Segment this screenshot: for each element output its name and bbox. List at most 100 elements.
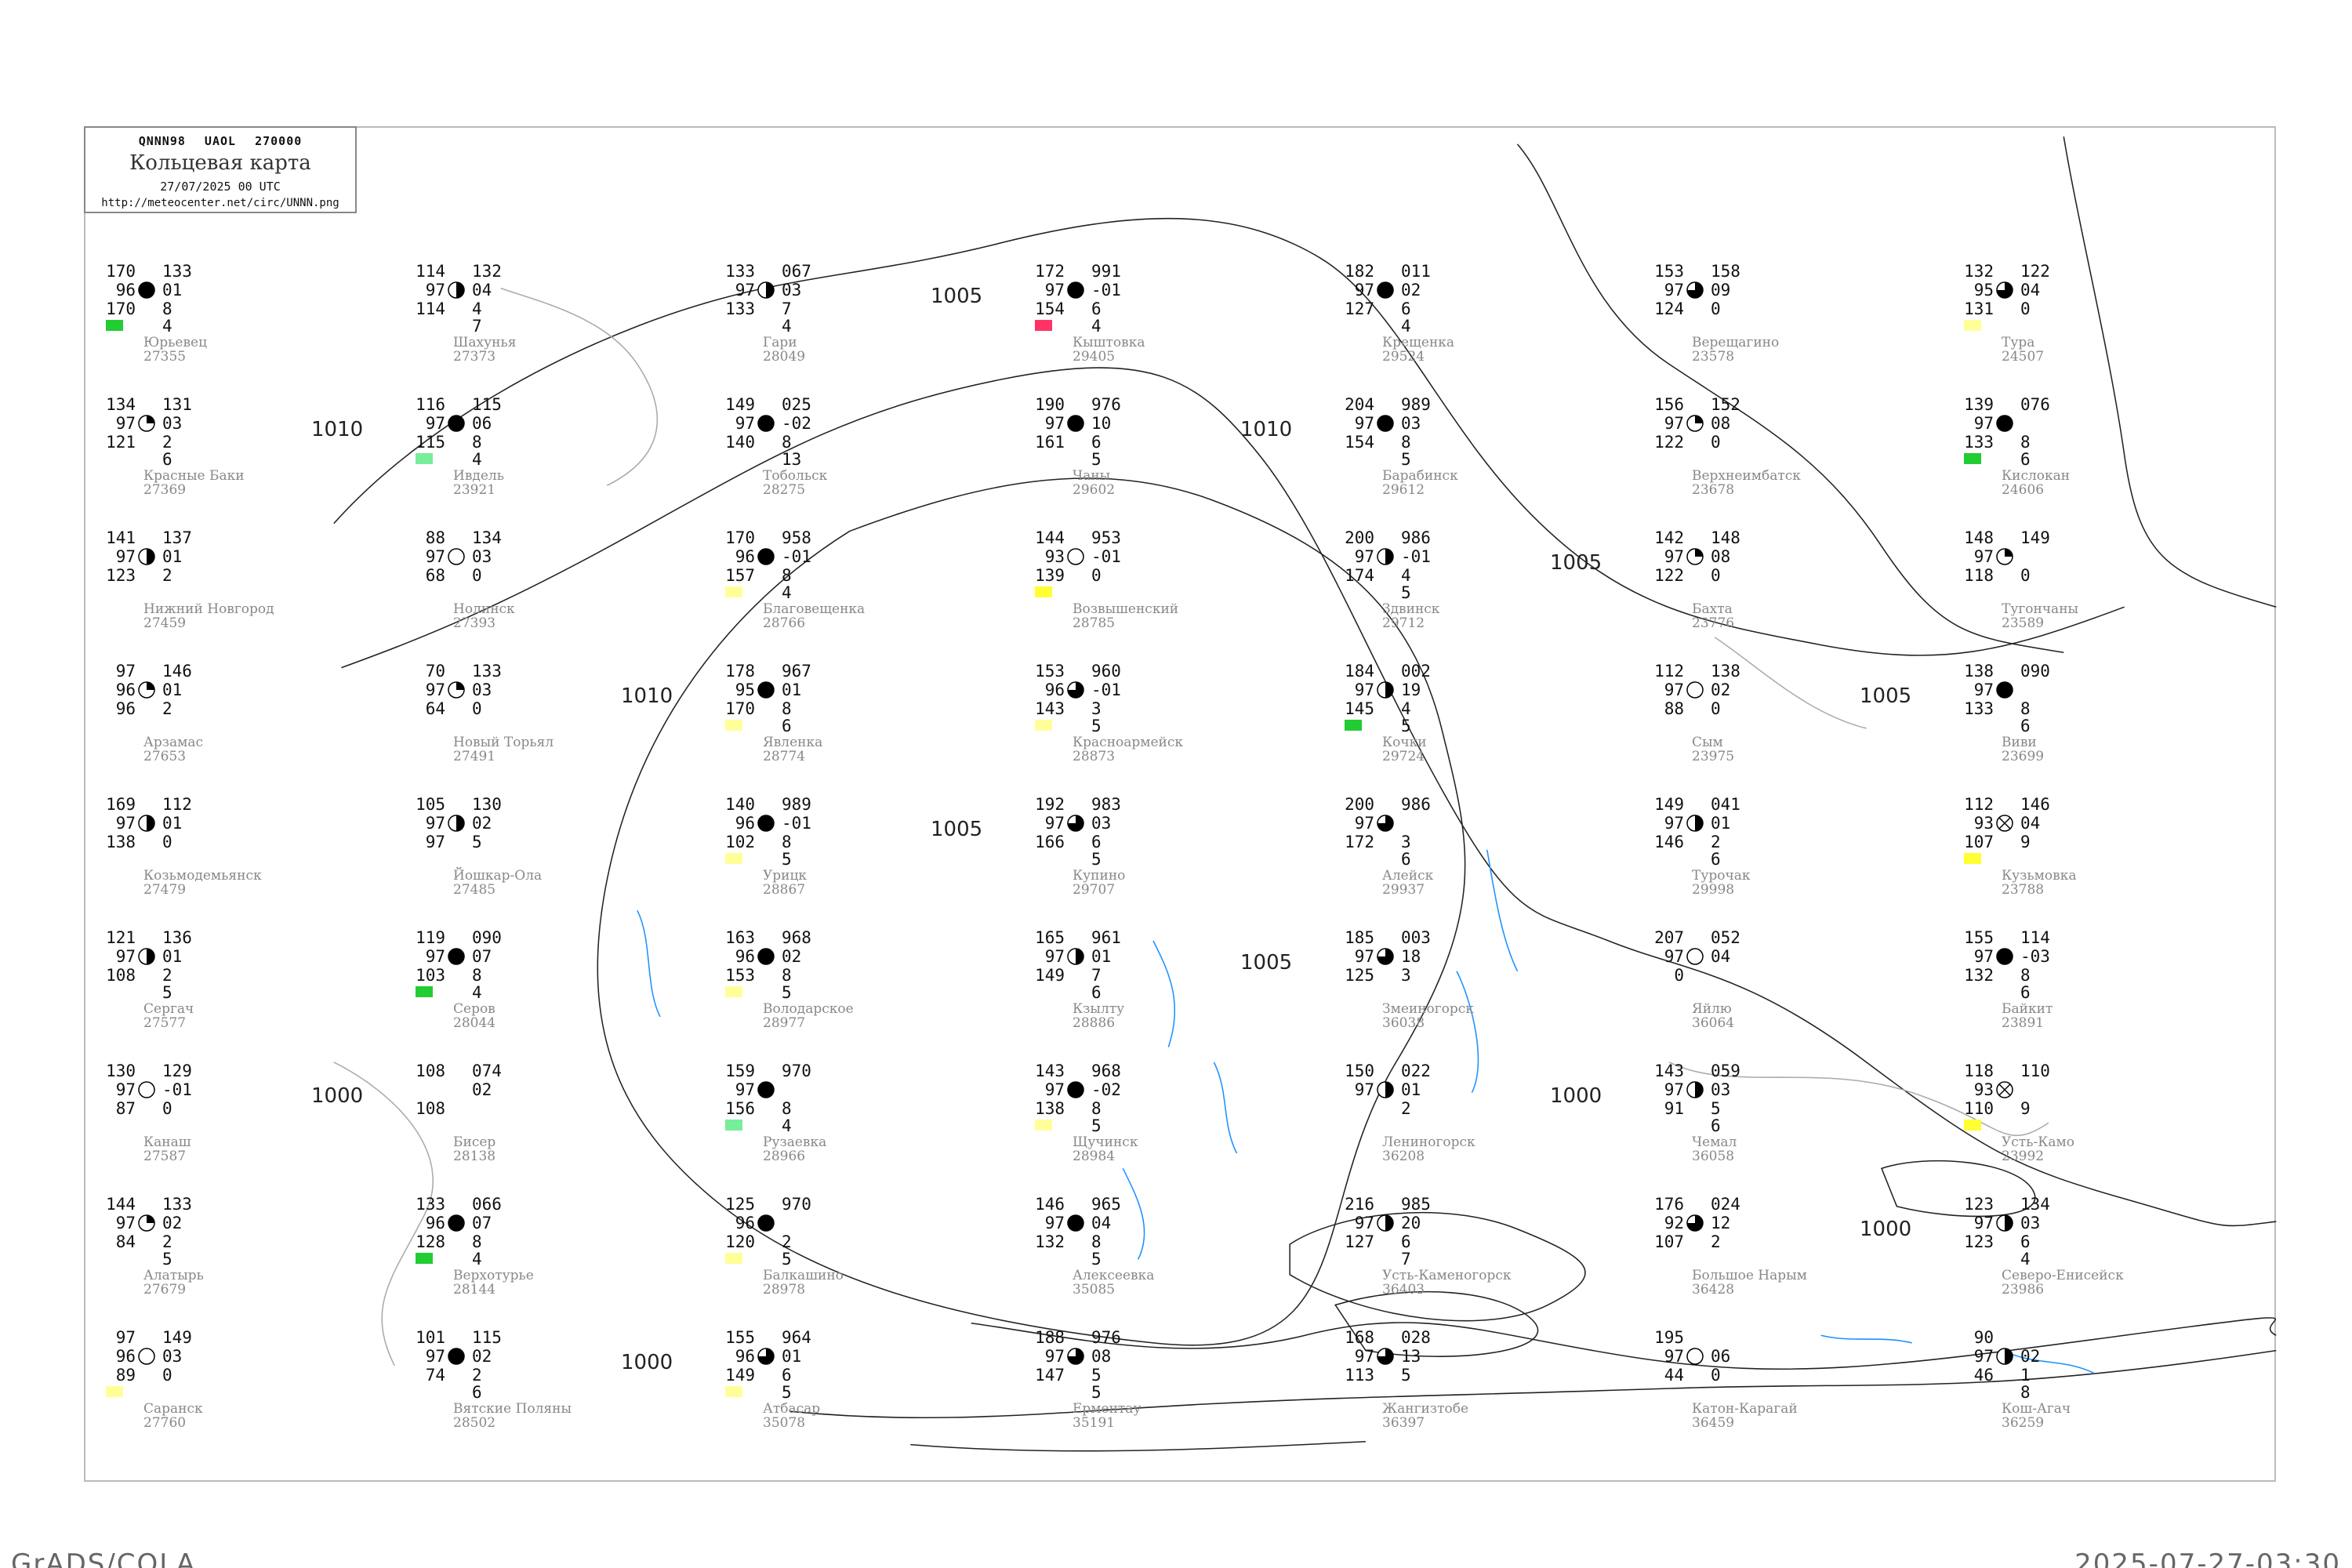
station-visibility: 97 [1044,1347,1065,1366]
source-url[interactable]: http://meteocenter.net/circ/UNNN.png [101,197,339,209]
sky-cover-icon [138,1214,155,1232]
station-cloud-amount: 7 [1091,966,1102,985]
station-pressure: 138 [1711,662,1740,681]
sky-cover-icon [1996,948,2013,965]
station-cloud-height: 5 [1401,583,1411,602]
station-id: 28049 [763,349,806,365]
station-temp: 163 [725,928,755,947]
station-visibility: 93 [1973,1080,1994,1099]
station-dewpoint: 149 [1035,966,1065,985]
station-name-text: Чаны [1073,468,1111,484]
station-name-text: Володарское [763,1001,854,1017]
station-name-text: Байкит [2002,1001,2053,1017]
station-tendency: 01 [162,947,183,966]
station-temp: 141 [106,528,136,547]
station-cloud-amount: 8 [782,1099,792,1118]
station-temp: 143 [1654,1062,1684,1080]
isobar-1010-south [910,1440,1366,1452]
station-name-text: Атбасар [763,1401,821,1417]
station-id: 29707 [1073,882,1116,898]
station-cloud-amount: 5 [1401,1366,1411,1385]
station-name-text: Благовещенка [763,601,866,617]
station-dewpoint: 131 [1964,299,1994,318]
station-temp: 200 [1345,528,1374,547]
station-pressure: 964 [782,1328,811,1347]
station-dewpoint: 153 [725,966,755,985]
station-cloud-height: 4 [1401,317,1411,336]
isobar-1000-south [971,1317,2277,1370]
station-dewpoint: 133 [725,299,755,318]
station-cloud-height: 6 [162,450,172,469]
station-temp: 216 [1345,1195,1374,1214]
sky-cover-icon [1377,548,1394,565]
station-tendency: 01 [162,281,183,299]
station-dewpoint: 103 [416,966,445,985]
station-cloud-height: 5 [782,1250,792,1269]
station-marker [1964,453,1981,464]
